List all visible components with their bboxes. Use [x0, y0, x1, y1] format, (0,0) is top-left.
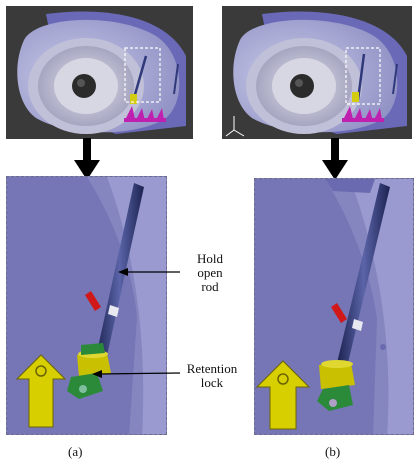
- red-part-a: [85, 291, 101, 311]
- yellow-arrow-b: [255, 360, 311, 430]
- zoom-panel-b: [254, 178, 414, 435]
- hold-open-rod-a: [95, 183, 144, 365]
- red-part-b: [331, 303, 347, 323]
- render-top-b: [222, 6, 412, 139]
- axis-triad-icon: [225, 116, 245, 137]
- down-arrow-a: [74, 138, 100, 180]
- hold-open-rod-label: Hold open rod: [197, 251, 223, 294]
- magenta-parts-b: [342, 106, 384, 122]
- zoom-panel-a: [6, 176, 167, 435]
- retention-lock-b: [317, 360, 355, 411]
- magenta-parts-a: [124, 106, 166, 122]
- caption-a: (a): [68, 444, 83, 459]
- caption-b: (b): [325, 444, 341, 459]
- hold-open-rod-pointer: [118, 268, 180, 276]
- retention-lock-pointer: [92, 370, 181, 378]
- retention-lock-label: Retention lock: [186, 361, 238, 390]
- render-top-a: [6, 6, 193, 139]
- yellow-arrow-a: [15, 354, 67, 428]
- retention-lock-a: [67, 343, 111, 399]
- down-arrow-b: [322, 138, 348, 180]
- hold-open-rod-b: [337, 183, 390, 367]
